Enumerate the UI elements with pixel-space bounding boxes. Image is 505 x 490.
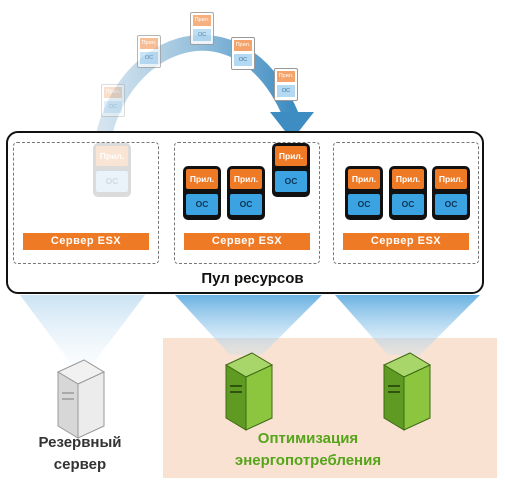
caption-line-1: Оптимизация — [257, 430, 359, 447]
caption-line-2: энергопотребления — [234, 452, 382, 469]
migrating-vm: Прил. ОС — [274, 68, 298, 101]
green-server-icon-1 — [224, 352, 274, 431]
app-label: Прил. — [96, 146, 128, 166]
beam-standby — [20, 295, 145, 365]
esx-server-group-3 — [333, 142, 479, 264]
standby-server-caption: Резервный сервер — [10, 432, 150, 476]
migration-arrow — [92, 34, 300, 168]
standby-server-icon — [56, 359, 106, 439]
resource-pool-label: Пул ресурсов — [201, 270, 304, 287]
app-label: Прил. — [277, 71, 295, 82]
app-label: Прил. — [435, 169, 467, 189]
vm: Прил. ОС — [227, 166, 265, 220]
migrating-vm: Прил. ОС — [137, 35, 161, 68]
os-label: ОС — [275, 171, 307, 192]
esx-server-label: Сервер ESX — [343, 233, 469, 250]
esx-server-group-1 — [13, 142, 159, 264]
vm-migrated: Прил. ОС — [272, 143, 310, 197]
app-label: Прил. — [140, 38, 158, 49]
os-label: ОС — [234, 54, 252, 66]
app-label: Прил. — [230, 169, 262, 189]
migrating-vm: Прил. ОС — [190, 12, 214, 45]
migrating-vm: Прил. ОС — [101, 84, 125, 117]
beam-server-3 — [335, 295, 480, 355]
esx-server-label: Сервер ESX — [23, 233, 149, 250]
os-label: ОС — [277, 85, 295, 97]
vm: Прил. ОС — [183, 166, 221, 220]
app-label: Прил. — [275, 146, 307, 166]
esx-server-group-2 — [174, 142, 320, 264]
green-server-icon-2 — [382, 352, 432, 431]
caption-line-1: Резервный — [38, 434, 122, 451]
os-label: ОС — [435, 194, 467, 215]
app-label: Прил. — [104, 87, 122, 98]
migrating-vm: Прил. ОС — [231, 37, 255, 70]
vm: Прил. ОС — [345, 166, 383, 220]
app-label: Прил. — [348, 169, 380, 189]
vm: Прил. ОС — [389, 166, 427, 220]
app-label: Прил. — [392, 169, 424, 189]
vm: Прил. ОС — [432, 166, 470, 220]
esx-server-label: Сервер ESX — [184, 233, 310, 250]
energy-optimization-panel — [163, 338, 497, 478]
os-label: ОС — [96, 171, 128, 192]
os-label: ОС — [193, 29, 211, 41]
os-label: ОС — [186, 194, 218, 215]
energy-optimization-caption: Оптимизация энергопотребления — [218, 428, 398, 472]
beam-server-2 — [175, 295, 322, 355]
caption-line-2: сервер — [53, 456, 107, 473]
os-label: ОС — [348, 194, 380, 215]
migration-arrowhead — [270, 112, 314, 140]
vm-ghost: Прил. ОС — [93, 143, 131, 197]
os-label: ОС — [140, 52, 158, 64]
app-label: Прил. — [186, 169, 218, 189]
os-label: ОС — [392, 194, 424, 215]
os-label: ОС — [104, 101, 122, 113]
os-label: ОС — [230, 194, 262, 215]
app-label: Прил. — [234, 40, 252, 51]
app-label: Прил. — [193, 15, 211, 26]
